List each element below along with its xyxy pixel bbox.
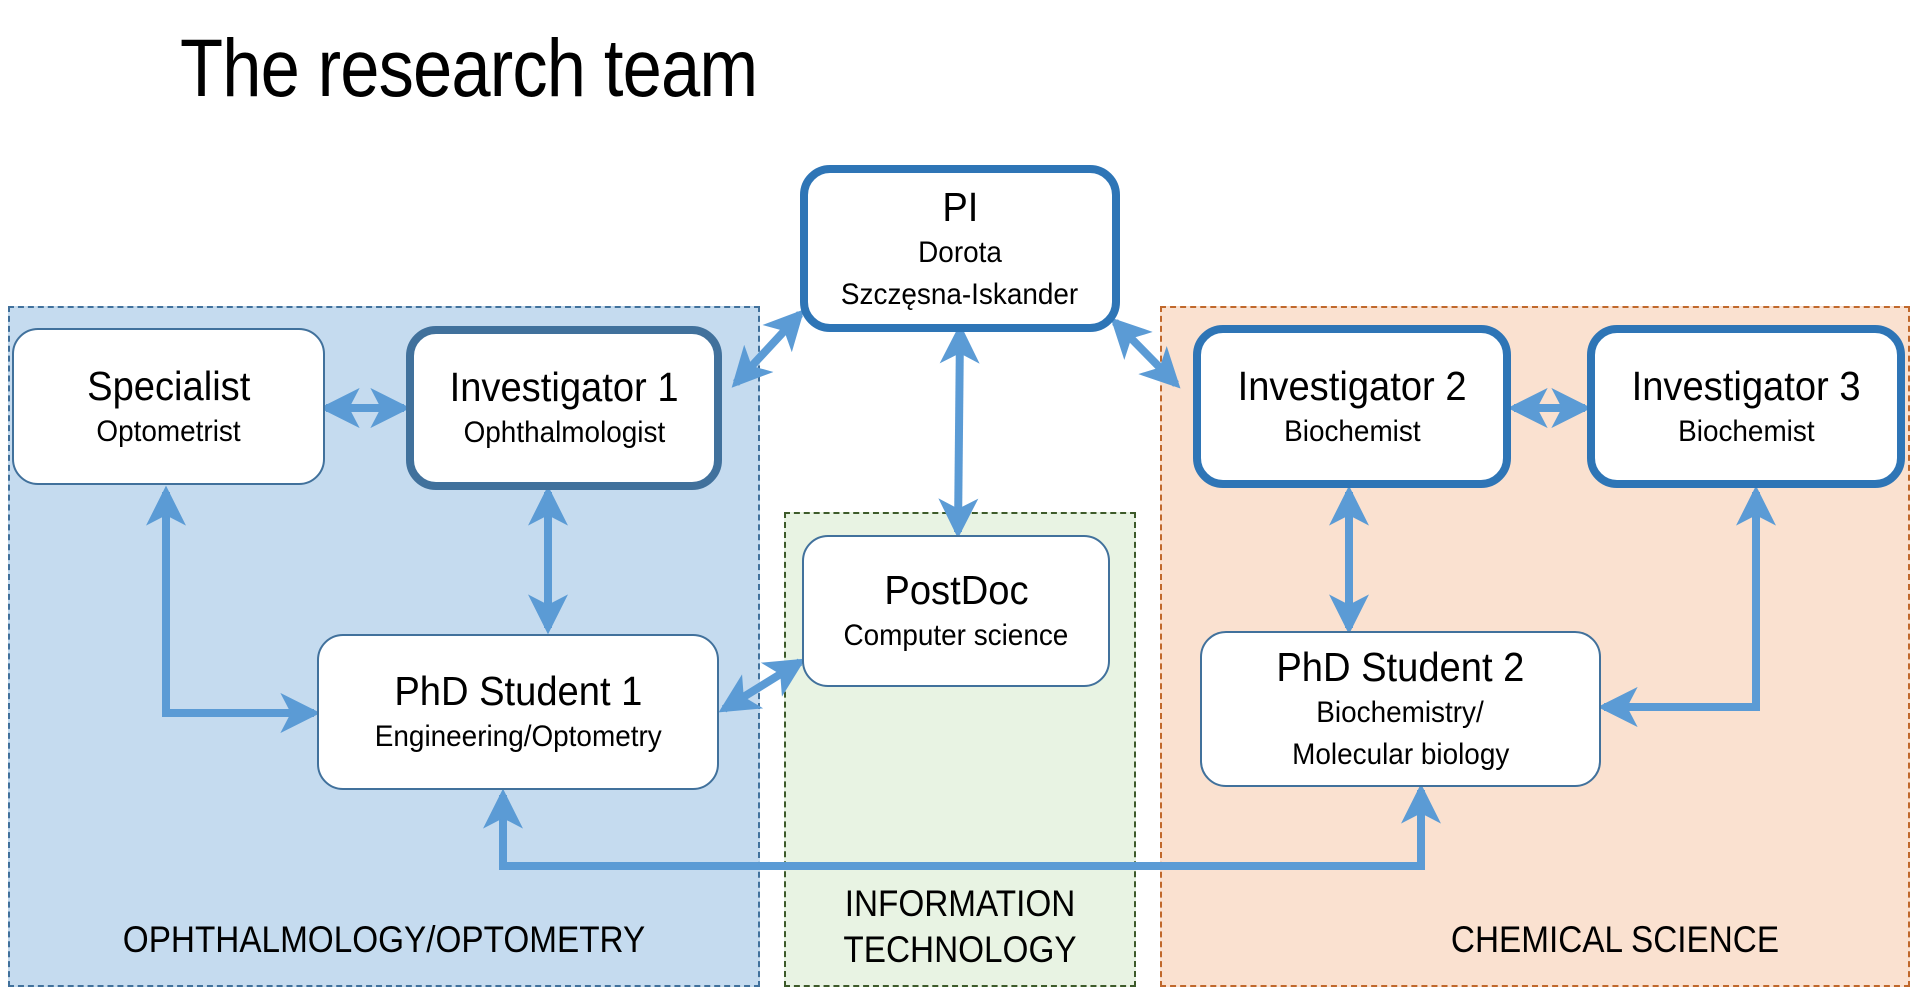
investigator3-title: Investigator 3 <box>1631 362 1861 409</box>
connector-phd1-postdoc <box>718 658 806 713</box>
connector-pi-investigator2 <box>1110 317 1181 389</box>
connector-pi-investigator1 <box>731 309 805 388</box>
pi-name-line1: Dorota <box>918 235 1002 269</box>
node-investigator1: Investigator 1 Ophthalmologist <box>406 326 722 490</box>
specialist-role: Optometrist <box>96 414 241 448</box>
specialist-title: Specialist <box>86 362 251 409</box>
postdoc-title: PostDoc <box>883 567 1029 613</box>
phd1-title: PhD Student 1 <box>393 668 643 714</box>
connector-investigator3-phd2 <box>1597 485 1776 727</box>
investigator2-title: Investigator 2 <box>1237 362 1467 409</box>
postdoc-role: Computer science <box>843 619 1069 652</box>
investigator2-role: Biochemist <box>1283 414 1421 448</box>
investigator1-title: Investigator 1 <box>449 364 679 410</box>
node-specialist: Specialist Optometrist <box>12 328 325 485</box>
investigator1-role: Ophthalmologist <box>463 416 665 449</box>
region-it-label-line2: TECHNOLOGY <box>843 929 1077 970</box>
connector-phd1-phd2 <box>483 783 1441 870</box>
pi-name-line2: Szczęsna-Iskander <box>841 277 1079 311</box>
connector-pi-postdoc <box>938 323 980 539</box>
phd1-field: Engineering/Optometry <box>374 720 662 753</box>
node-postdoc: PostDoc Computer science <box>802 535 1110 687</box>
node-investigator2: Investigator 2 Biochemist <box>1193 325 1511 488</box>
pi-title: PI <box>941 183 979 230</box>
phd2-field-line2: Molecular biology <box>1291 738 1510 771</box>
phd2-title: PhD Student 2 <box>1276 644 1525 690</box>
investigator3-role: Biochemist <box>1677 414 1815 448</box>
page-title: The research team <box>180 23 758 114</box>
phd2-field-line1: Biochemistry/ <box>1316 696 1485 729</box>
region-ophthalmology-label: OPHTHALMOLOGY/OPTOMETRY <box>122 919 646 960</box>
node-phd-student-2: PhD Student 2 Biochemistry/ Molecular bi… <box>1200 631 1601 787</box>
region-chemical-label: CHEMICAL SCIENCE <box>1450 919 1780 960</box>
node-pi: PI Dorota Szczęsna-Iskander <box>800 165 1120 332</box>
connector-specialist-phd1 <box>146 485 321 733</box>
node-investigator3: Investigator 3 Biochemist <box>1587 325 1905 488</box>
node-phd-student-1: PhD Student 1 Engineering/Optometry <box>317 634 719 790</box>
region-it-label-line1: INFORMATION <box>844 883 1076 924</box>
